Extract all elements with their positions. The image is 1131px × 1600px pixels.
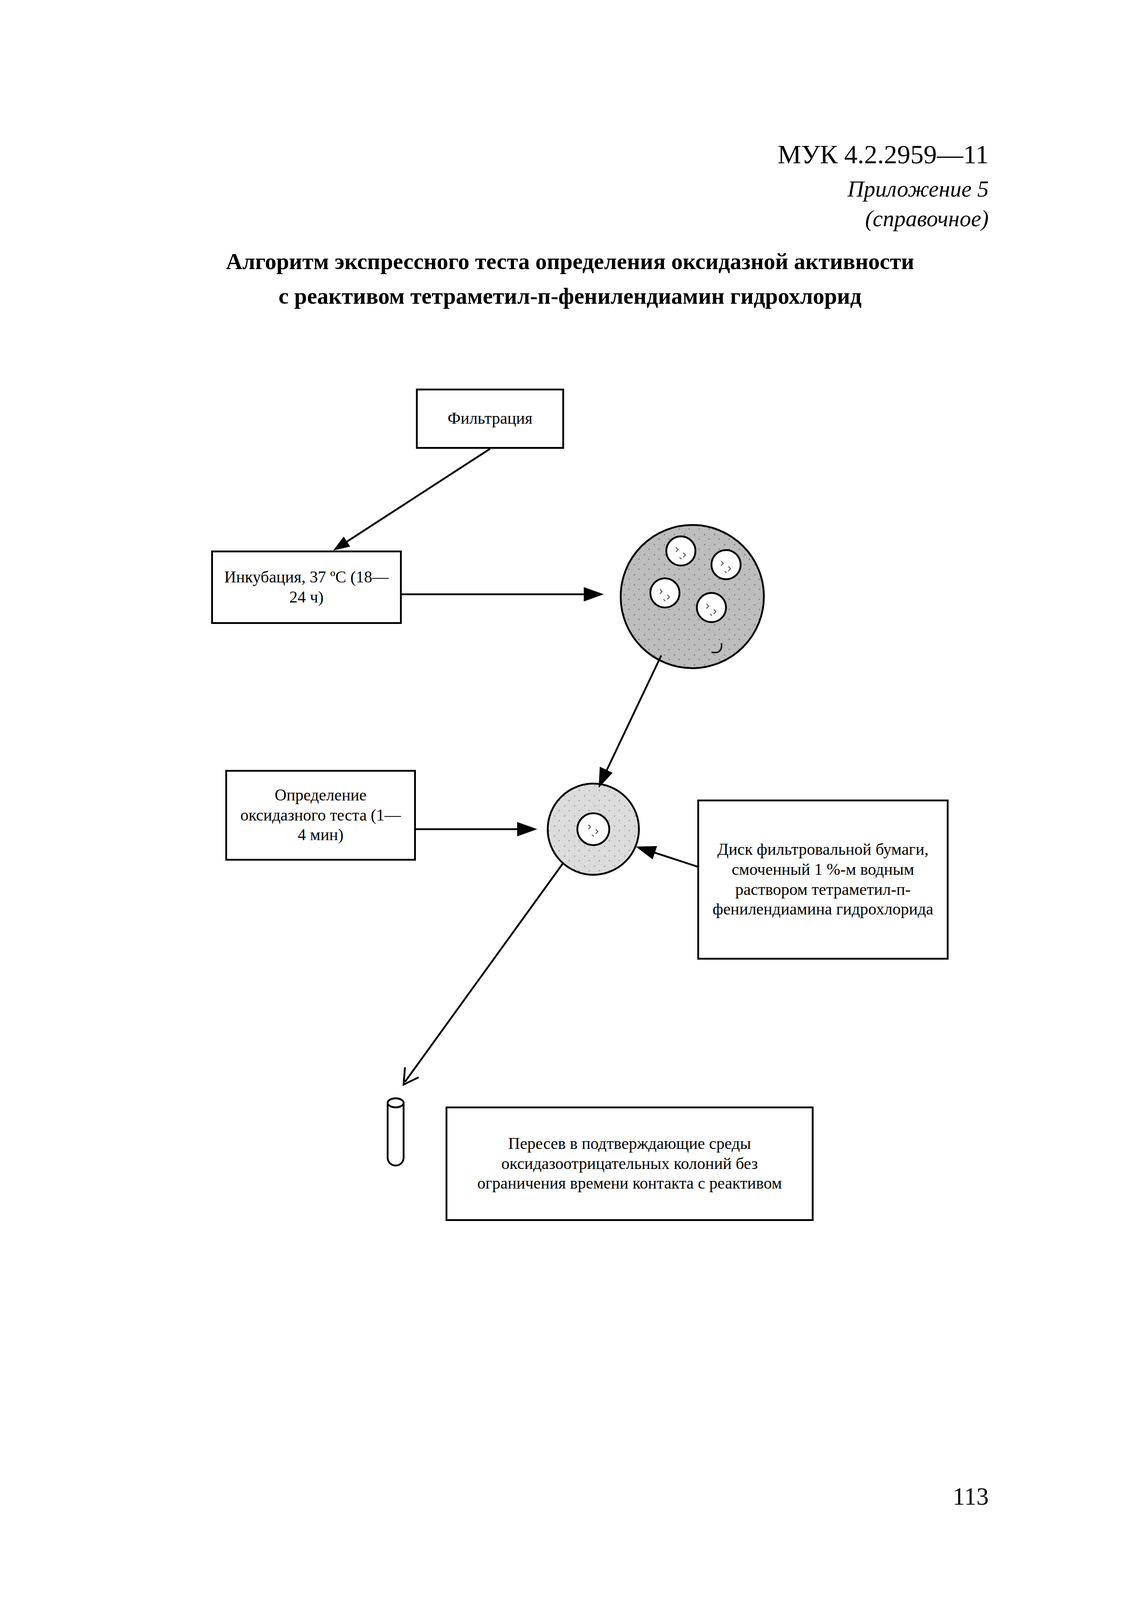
box-text: Диск фильтровальной бумаги, смоченный 1 … [708,839,938,920]
appendix-number: Приложение 5 [847,175,989,203]
box-text: Фильтрация [447,408,533,429]
box-text: Инкубация, 37 ºС (18—24 ч) [222,567,391,608]
process-arrows [401,588,698,1085]
flow-arrow [333,448,491,551]
test-disk [547,783,639,875]
process-box: Определение оксидазного теста (1—4 мин) [225,769,416,861]
box-text: Пересев в подтверждающие среды оксидазоо… [456,1133,803,1194]
appendix-type: (справочное) [865,205,989,232]
diagram-title: Алгоритм экспрессного теста определения … [218,243,922,314]
page-number: 113 [952,1482,989,1511]
box-text: Определение оксидазного теста (1—4 мин) [236,785,405,846]
process-box: Пересев в подтверждающие среды оксидазоо… [445,1106,814,1221]
process-box: Фильтрация [415,388,565,449]
document-code: МУК 4.2.2959—11 [777,139,989,170]
process-box: Инкубация, 37 ºС (18—24 ч) [211,550,402,624]
test-tube [387,1098,404,1166]
process-box: Диск фильтровальной бумаги, смоченный 1 … [697,799,949,960]
petri-dish [620,524,764,669]
